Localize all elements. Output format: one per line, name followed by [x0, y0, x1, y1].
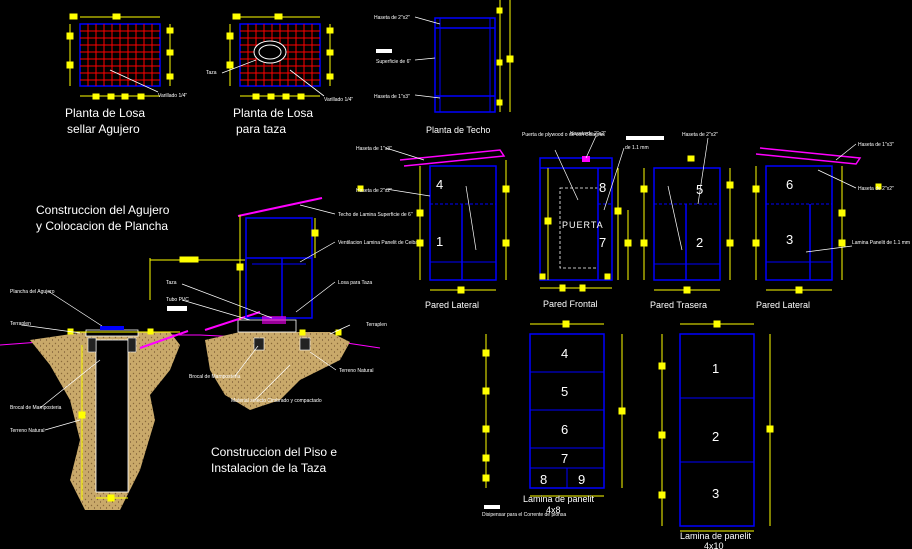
side-wall-left: 4 1 Haseta de 1"x3" Haseta de 2"x2"	[356, 146, 510, 294]
roof-batten-bottom: Haseta de 1"x3"	[374, 94, 410, 100]
title-sheet-4x10-line2: 4x10	[704, 541, 724, 549]
label-brocal-mid: Brocal de Mamposteria	[189, 374, 241, 380]
title-sheet-4x8-line1: Lamina de panelit	[523, 494, 595, 504]
roof-surface-label: Superficie de 6"	[376, 59, 411, 65]
slab-plan-toilet: Taza Varillado 1/4"	[206, 13, 353, 103]
panel-num-front-top: 8	[599, 180, 606, 195]
panel-num-right-bottom: 3	[786, 232, 793, 247]
front-batten: Haseta de 2"x2"	[570, 131, 606, 137]
label-plancha: Plancha del Agujero	[10, 289, 55, 295]
label-brocal-left: Brocal de Mamposteria	[10, 405, 62, 411]
panel-sheet-4x10: 1 2 3	[658, 320, 774, 532]
title-roof-plan: Planta de Techo	[426, 125, 490, 135]
label-material: Material selecto Cimbrado y compactado	[231, 398, 322, 404]
label-taza-section: Taza	[166, 280, 177, 286]
sheet8-panel-8: 8	[540, 472, 547, 487]
title-floor-line1: Construccion del Piso e	[211, 445, 337, 459]
sheet10-panel-1: 1	[712, 361, 719, 376]
title-floor-line2: Instalacion de la Taza	[211, 461, 327, 475]
title-pit-line1: Construccion del Agujero	[36, 203, 170, 217]
label-terraplen-left: Terraplen	[10, 321, 31, 327]
title-slab-seal-line2: sellar Agujero	[67, 122, 140, 136]
roof-plan: Haseta de 2"x2" Superficie de 6" Haseta …	[374, 0, 514, 113]
label-terraplen-right: Terraplen	[366, 322, 387, 328]
panel-num-left-bottom: 1	[436, 234, 443, 249]
sheet8-panel-5: 5	[561, 384, 568, 399]
label-tubo-pvc: Tubo PVC	[166, 297, 189, 303]
right-sheet: Lamina Panelit de 1.1 mm	[852, 240, 910, 246]
title-sheet-4x8-line2: 4x8	[546, 505, 561, 515]
title-side-wall-right: Pared Lateral	[756, 300, 810, 310]
title-slab-toilet-line2: para taza	[236, 122, 286, 136]
label-ventilacion: Ventilacion Lamina Panelit de Ceiba	[338, 240, 418, 246]
title-slab-seal-line1: Planta de Losa	[65, 106, 145, 120]
right-batten-2: Haseta de 2"x2"	[858, 186, 894, 192]
title-pit-line2: y Colocacion de Plancha	[36, 219, 168, 233]
panel-num-left-top: 4	[436, 177, 443, 192]
rear-batten: Haseta de 2"x2"	[682, 132, 718, 138]
title-sheet-4x10-line1: Lamina de panelit	[680, 531, 752, 541]
panel-num-rear-bottom: 2	[696, 235, 703, 250]
title-rear-wall: Pared Trasera	[650, 300, 707, 310]
roof-batten-top: Haseta de 2"x2"	[374, 15, 410, 21]
rear-wall: 5 2 Haseta de 2"x2"	[640, 132, 734, 294]
toilet-label-plan: Taza	[206, 70, 217, 76]
front-wall: PUERTA 8 7 Puerta de plywood o de con Bi…	[522, 131, 664, 292]
left-batten-1: Haseta de 1"x3"	[356, 146, 392, 152]
label-terreno-left: Terreno Natural	[10, 428, 44, 434]
panel-sheet-4x8: 4 5 6 7 8 9 Disipensar para el Corrente …	[482, 320, 626, 518]
left-batten-2: Haseta de 2"x2"	[356, 188, 392, 194]
panel-num-right-top: 6	[786, 177, 793, 192]
title-side-wall-left: Pared Lateral	[425, 300, 479, 310]
panel-num-rear-top: 5	[696, 182, 703, 197]
rebar-label-1: Varillado 1/4"	[158, 93, 187, 99]
label-terreno-right: Terreno Natural	[339, 368, 373, 374]
right-batten-1: Haseta de 1"x3"	[858, 142, 894, 148]
sheet8-panel-6: 6	[561, 422, 568, 437]
panel-num-front-bottom: 7	[599, 235, 606, 250]
title-slab-toilet-line1: Planta de Losa	[233, 106, 313, 120]
sheet10-panel-3: 3	[712, 486, 719, 501]
label-losa-taza: Losa para Taza	[338, 280, 372, 286]
door-label: PUERTA	[562, 220, 604, 230]
front-sheet: de 1.1 mm	[625, 145, 649, 151]
title-front-wall: Pared Frontal	[543, 299, 598, 309]
rebar-label-2: Varillado 1/4"	[324, 97, 353, 103]
sheet10-panel-2: 2	[712, 429, 719, 444]
pit-section: Plancha del Agujero Terraplen Terraplen …	[0, 197, 418, 510]
sheet8-panel-4: 4	[561, 346, 568, 361]
label-techo-lamina: Techo de Lamina Superficie de 6"	[338, 212, 413, 218]
side-wall-right: 6 3 Haseta de 1"x3" Haseta de 2"x2" Lami…	[752, 142, 910, 294]
front-door-note: Puerta de plywood o de con Bisagras	[522, 132, 605, 138]
sheet8-panel-7: 7	[561, 451, 568, 466]
sheet8-panel-9: 9	[578, 472, 585, 487]
cut-note: Disipensar para el Corrente de plonsa	[482, 512, 566, 518]
slab-plan-seal: Varillado 1/4"	[66, 13, 187, 100]
